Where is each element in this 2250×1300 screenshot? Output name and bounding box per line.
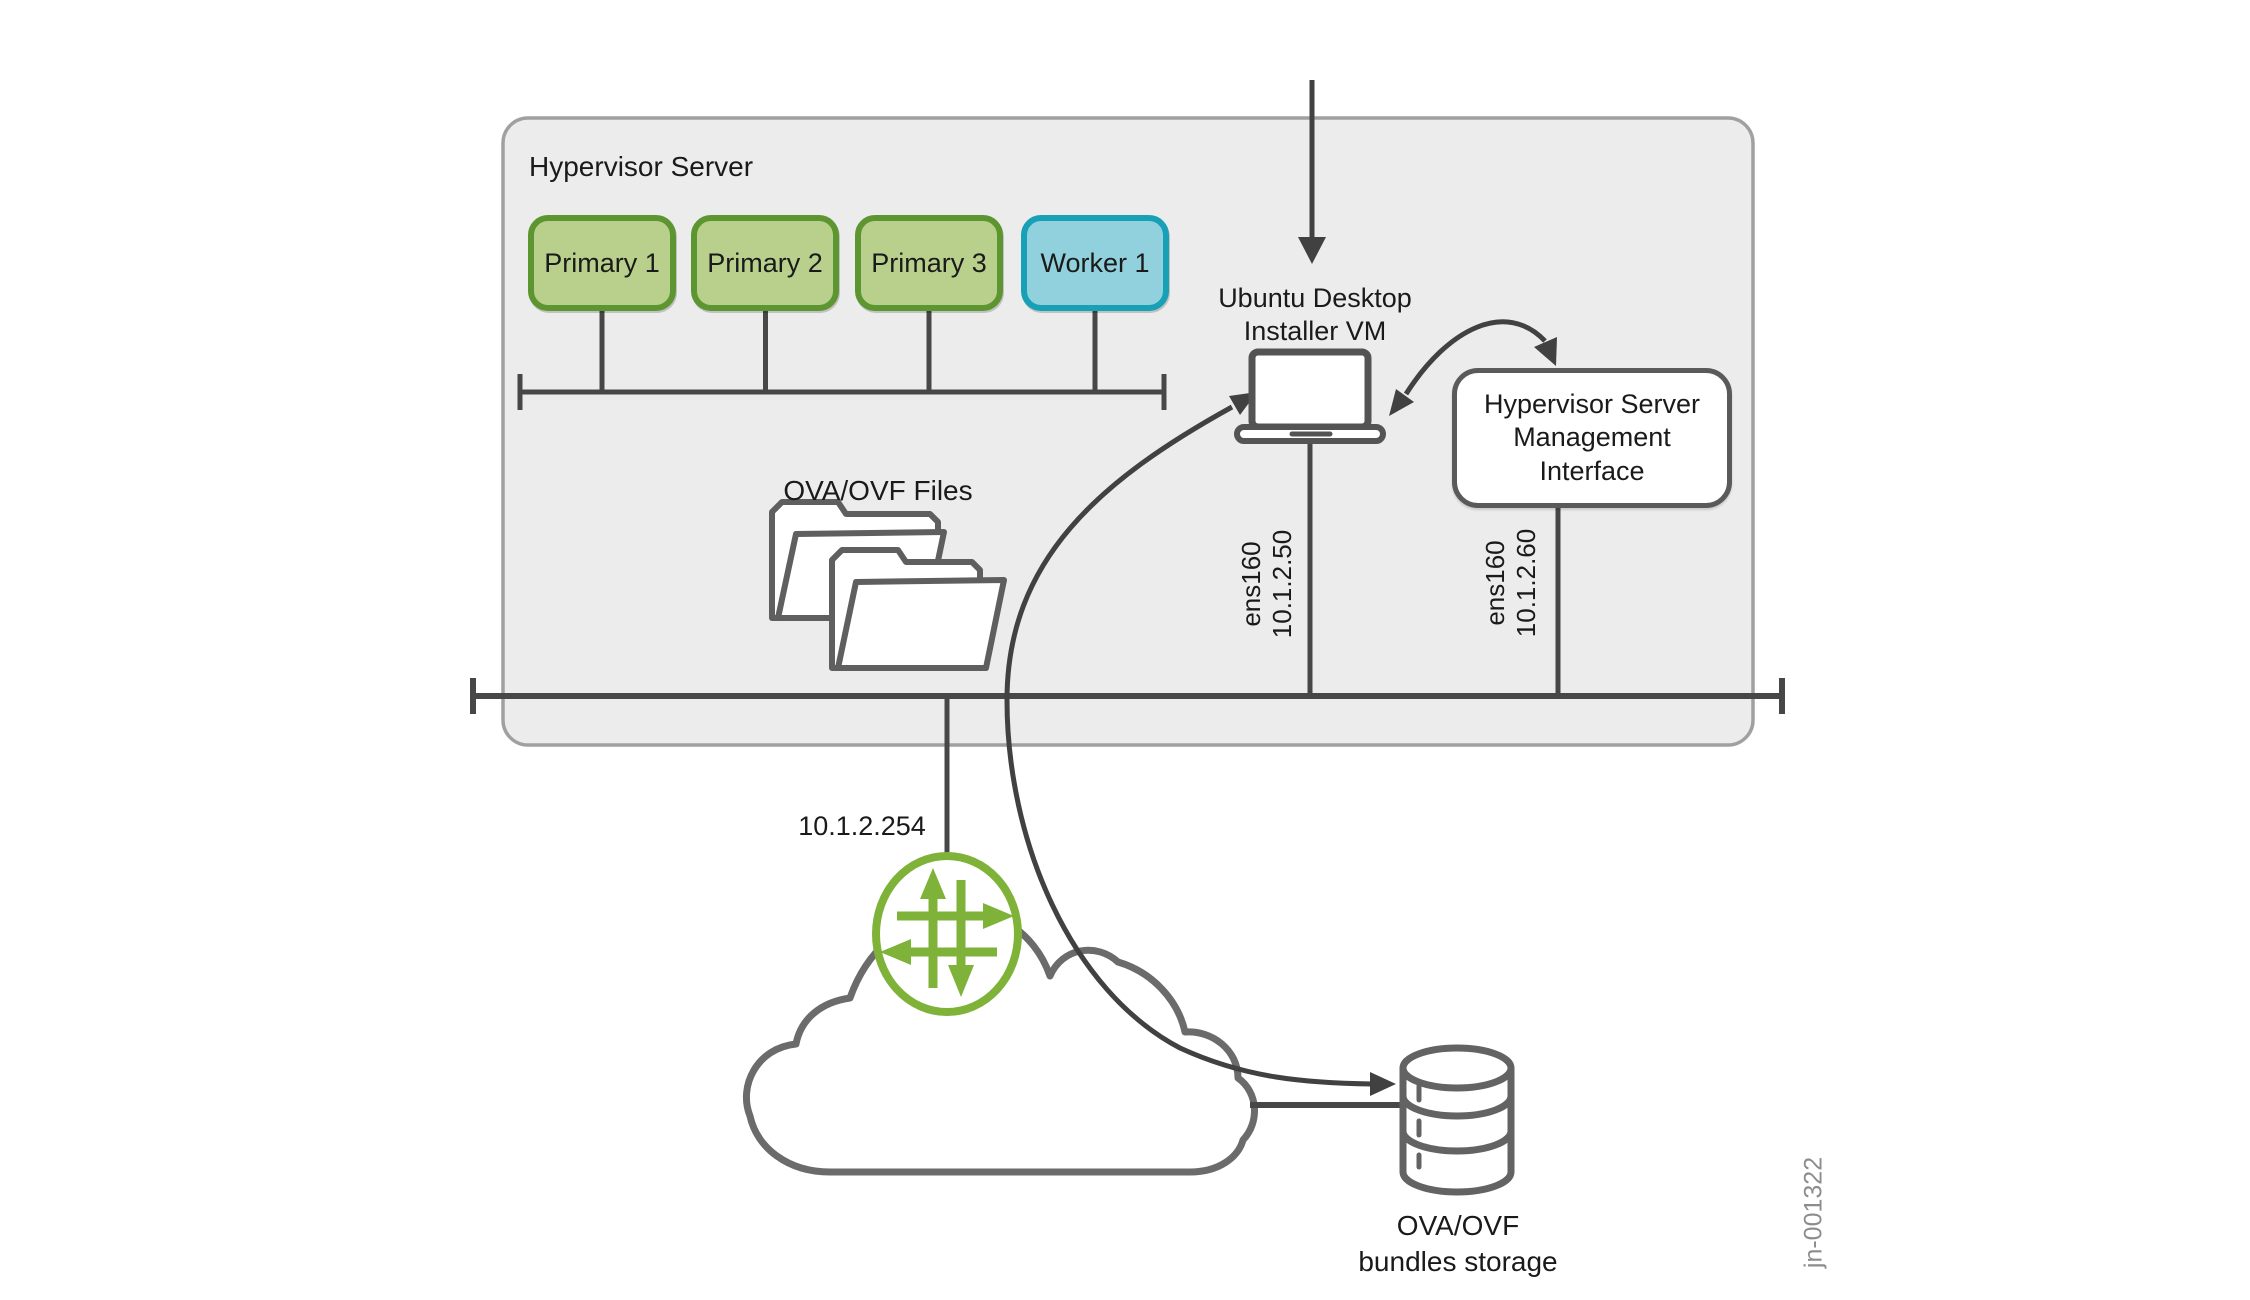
management-label-line2: Management xyxy=(1513,422,1671,453)
laptop-icon xyxy=(1234,348,1386,444)
cluster-bus-line xyxy=(517,374,1167,410)
storage-label-line1: OVA/OVF xyxy=(1396,1210,1520,1241)
arrowhead-to-storage xyxy=(1370,1072,1396,1096)
nic-name: ens160 xyxy=(1236,541,1266,627)
router-ip-label: 10.1.2.254 xyxy=(798,811,926,841)
node-worker-1: Worker 1 xyxy=(1021,215,1169,311)
installer-vm-nic-label: ens160 10.1.2.50 xyxy=(1236,509,1300,659)
management-label-line1: Hypervisor Server xyxy=(1483,388,1701,419)
node-primary-3: Primary 3 xyxy=(855,215,1003,311)
management-bus-line xyxy=(470,678,1785,714)
node-primary-2: Primary 2 xyxy=(691,215,839,311)
node-label: Primary 2 xyxy=(707,247,823,278)
cloud-icon xyxy=(742,907,1258,1176)
node-primary-1: Primary 1 xyxy=(528,215,676,311)
ova-ovf-files-label: OVA/OVF Files xyxy=(783,475,973,506)
database-icon xyxy=(1399,1044,1515,1196)
arrowhead-to-management xyxy=(1534,337,1557,366)
node-label: Worker 1 xyxy=(1040,247,1150,278)
node-label: Primary 1 xyxy=(544,247,660,278)
nic-ip: 10.1.2.50 xyxy=(1266,529,1297,639)
folder-icon-front xyxy=(829,547,1007,671)
vm-to-management-arrow xyxy=(1389,319,1557,416)
installer-vm-label-line1: Ubuntu Desktop xyxy=(1218,283,1412,313)
node-label: Primary 3 xyxy=(871,247,987,278)
management-interface-box: Hypervisor Server Management Interface xyxy=(1452,368,1732,508)
management-label-line3: Interface xyxy=(1539,455,1645,486)
installer-vm-label: Ubuntu Desktop Installer VM xyxy=(1185,282,1445,348)
node-stems xyxy=(599,308,1098,392)
management-nic-label: ens160 10.1.2.60 xyxy=(1480,508,1544,658)
installer-vm-label-line2: Installer VM xyxy=(1243,315,1387,346)
hypervisor-panel-title: Hypervisor Server xyxy=(529,151,754,182)
figure-id-label: jn-001322 xyxy=(1799,1156,1828,1269)
nic-ip: 10.1.2.60 xyxy=(1510,528,1541,638)
arrowhead-to-vm-side xyxy=(1389,389,1414,416)
nic-name: ens160 xyxy=(1480,540,1510,626)
storage-label-line2: bundles storage xyxy=(1358,1246,1558,1278)
folder-icons xyxy=(769,499,1007,671)
incoming-arrow xyxy=(1298,80,1326,264)
router-icon xyxy=(872,852,1022,1016)
storage-label: OVA/OVF bundles storage xyxy=(1322,1208,1594,1281)
